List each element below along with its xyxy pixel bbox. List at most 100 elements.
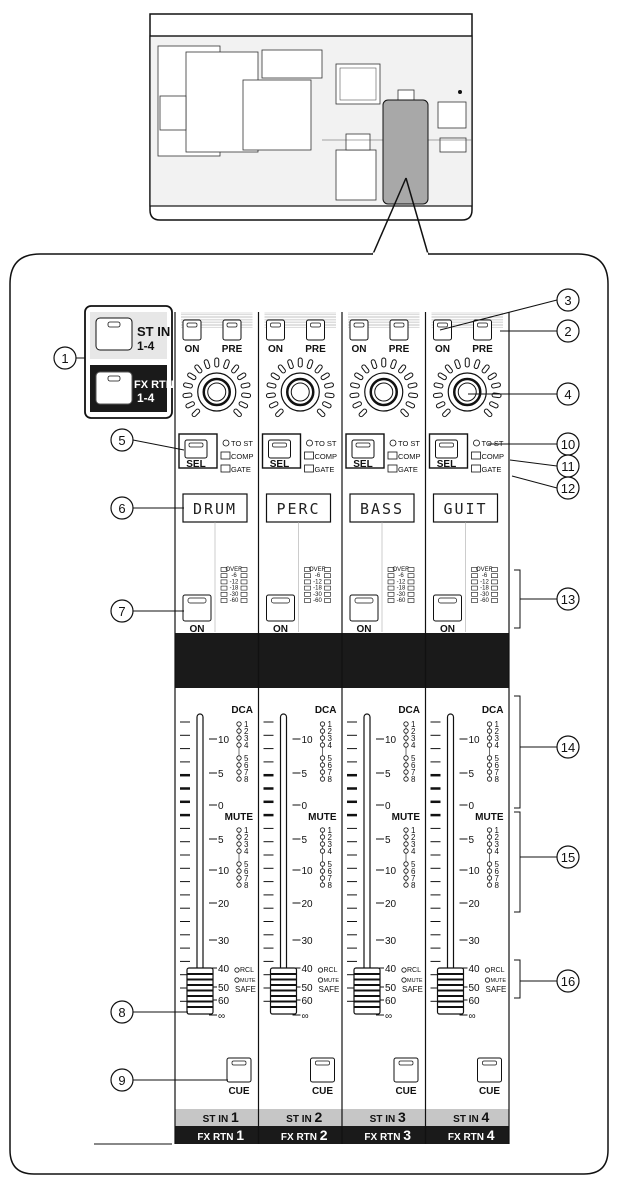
- knob-led-fill: [234, 409, 241, 417]
- fader-scale-label: 50: [469, 983, 481, 994]
- fader-scale-label: 5: [218, 769, 224, 780]
- st-in-prefix: ST IN: [286, 1114, 314, 1125]
- meter-led: [471, 598, 478, 603]
- dca-number: 1: [244, 720, 249, 729]
- fader-scale-label: 30: [469, 936, 481, 947]
- knob-led-fill: [238, 373, 246, 380]
- meter-led: [240, 579, 248, 585]
- meter-label: -18: [480, 586, 489, 592]
- mute-group-led: [236, 827, 242, 833]
- fader-scale-label: 0: [302, 801, 308, 812]
- fader-scale-label: 10: [302, 735, 314, 746]
- comp-label: COMP: [315, 452, 338, 461]
- dca-number: 7: [411, 768, 416, 777]
- callout-number: 9: [118, 1073, 125, 1088]
- pre-label: PRE: [472, 344, 493, 355]
- st-in-layer-button[interactable]: [95, 317, 133, 351]
- callout-2: 2: [500, 319, 580, 343]
- dca-led: [486, 735, 493, 741]
- mute-number: 6: [411, 867, 416, 876]
- callout-13: 13: [520, 587, 580, 611]
- on-led: [437, 322, 448, 328]
- knob-led-fill: [271, 373, 279, 380]
- knob-center: [374, 382, 394, 402]
- channel-name: DRUM: [193, 500, 237, 518]
- cue-label: CUE: [395, 1086, 416, 1097]
- dca-number: 2: [328, 727, 333, 736]
- mute-number: 1: [328, 826, 333, 835]
- fader-scale-label: 40: [385, 964, 397, 975]
- meter-led: [491, 579, 498, 585]
- fader-scale-label: 5: [469, 835, 475, 846]
- knob-led-fill: [408, 383, 417, 388]
- knob-led-fill: [204, 360, 210, 369]
- mute-group-led: [403, 868, 409, 874]
- meter-label: -30: [480, 592, 489, 598]
- knob-led-fill: [325, 393, 334, 398]
- knob-led-fill: [359, 409, 367, 417]
- fader-scale-label: 20: [385, 899, 397, 910]
- dca-number: 5: [495, 754, 500, 763]
- fader-track: [363, 713, 371, 981]
- meter-label: -30: [313, 592, 322, 598]
- callout-circle: [110, 599, 134, 623]
- mute-number: 8: [411, 881, 416, 890]
- mute-number: 2: [495, 833, 500, 842]
- meter-led: [324, 579, 331, 585]
- dca-number: 1: [411, 720, 416, 729]
- meter-led: [220, 573, 228, 579]
- meter-led: [471, 567, 478, 572]
- knob-led-fill: [276, 409, 283, 417]
- dca-led: [319, 762, 326, 768]
- mute-number: 2: [328, 833, 333, 842]
- knob-led-fill: [443, 409, 450, 417]
- knob-led-fill: [406, 402, 415, 408]
- callout-circle: [556, 969, 580, 993]
- callout-circle: [110, 1000, 134, 1024]
- to-st-label: TO ST: [231, 439, 253, 448]
- mute-number: 1: [244, 826, 249, 835]
- knob-led-fill: [391, 360, 396, 369]
- fader-scale-label: 0: [385, 801, 391, 812]
- fader-scale-label: 60: [385, 996, 397, 1007]
- meter-led: [220, 579, 228, 585]
- meter-led: [491, 598, 498, 603]
- dca-led: [486, 721, 493, 727]
- callout-bracket: [514, 569, 521, 629]
- cue-label: CUE: [312, 1086, 333, 1097]
- meter-led: [471, 585, 478, 591]
- st-in-channel-label: ST IN 2: [286, 1109, 322, 1125]
- dca-number: 4: [328, 741, 333, 750]
- callout-circle: [556, 587, 580, 611]
- comp-led: [220, 451, 231, 460]
- st-in-channel-label: ST IN 1: [203, 1109, 239, 1125]
- cue-led: [315, 1060, 330, 1066]
- to-st-led: [306, 439, 313, 447]
- mute-number: 6: [244, 867, 249, 876]
- fx-rtn-number: 1: [236, 1127, 244, 1143]
- st-in-number: 3: [398, 1109, 406, 1125]
- meter-led: [491, 573, 498, 579]
- mute-safe-led: [484, 977, 491, 983]
- on-label: ON: [268, 344, 283, 355]
- meter-label: -60: [313, 598, 322, 604]
- fader-scale-label: 20: [469, 899, 481, 910]
- knob-led-fill: [288, 360, 293, 369]
- channel-on-led: [354, 597, 374, 604]
- meter-label: -6: [315, 573, 321, 579]
- cue-led: [231, 1060, 247, 1066]
- zoom-line-left: [372, 177, 407, 255]
- rcl-label: RCL: [491, 967, 505, 974]
- callout-number: 15: [561, 850, 575, 865]
- mute-number: 5: [495, 860, 500, 869]
- mute-group-led: [486, 868, 493, 874]
- fx-rtn-layer-button[interactable]: [95, 371, 133, 405]
- on-label: ON: [435, 344, 450, 355]
- to-st-led: [389, 439, 397, 447]
- comp-led: [471, 451, 481, 460]
- comp-label: COMP: [398, 452, 421, 461]
- dca-led: [319, 755, 326, 761]
- mute-group-led: [236, 861, 242, 867]
- callout-number: 3: [564, 293, 571, 308]
